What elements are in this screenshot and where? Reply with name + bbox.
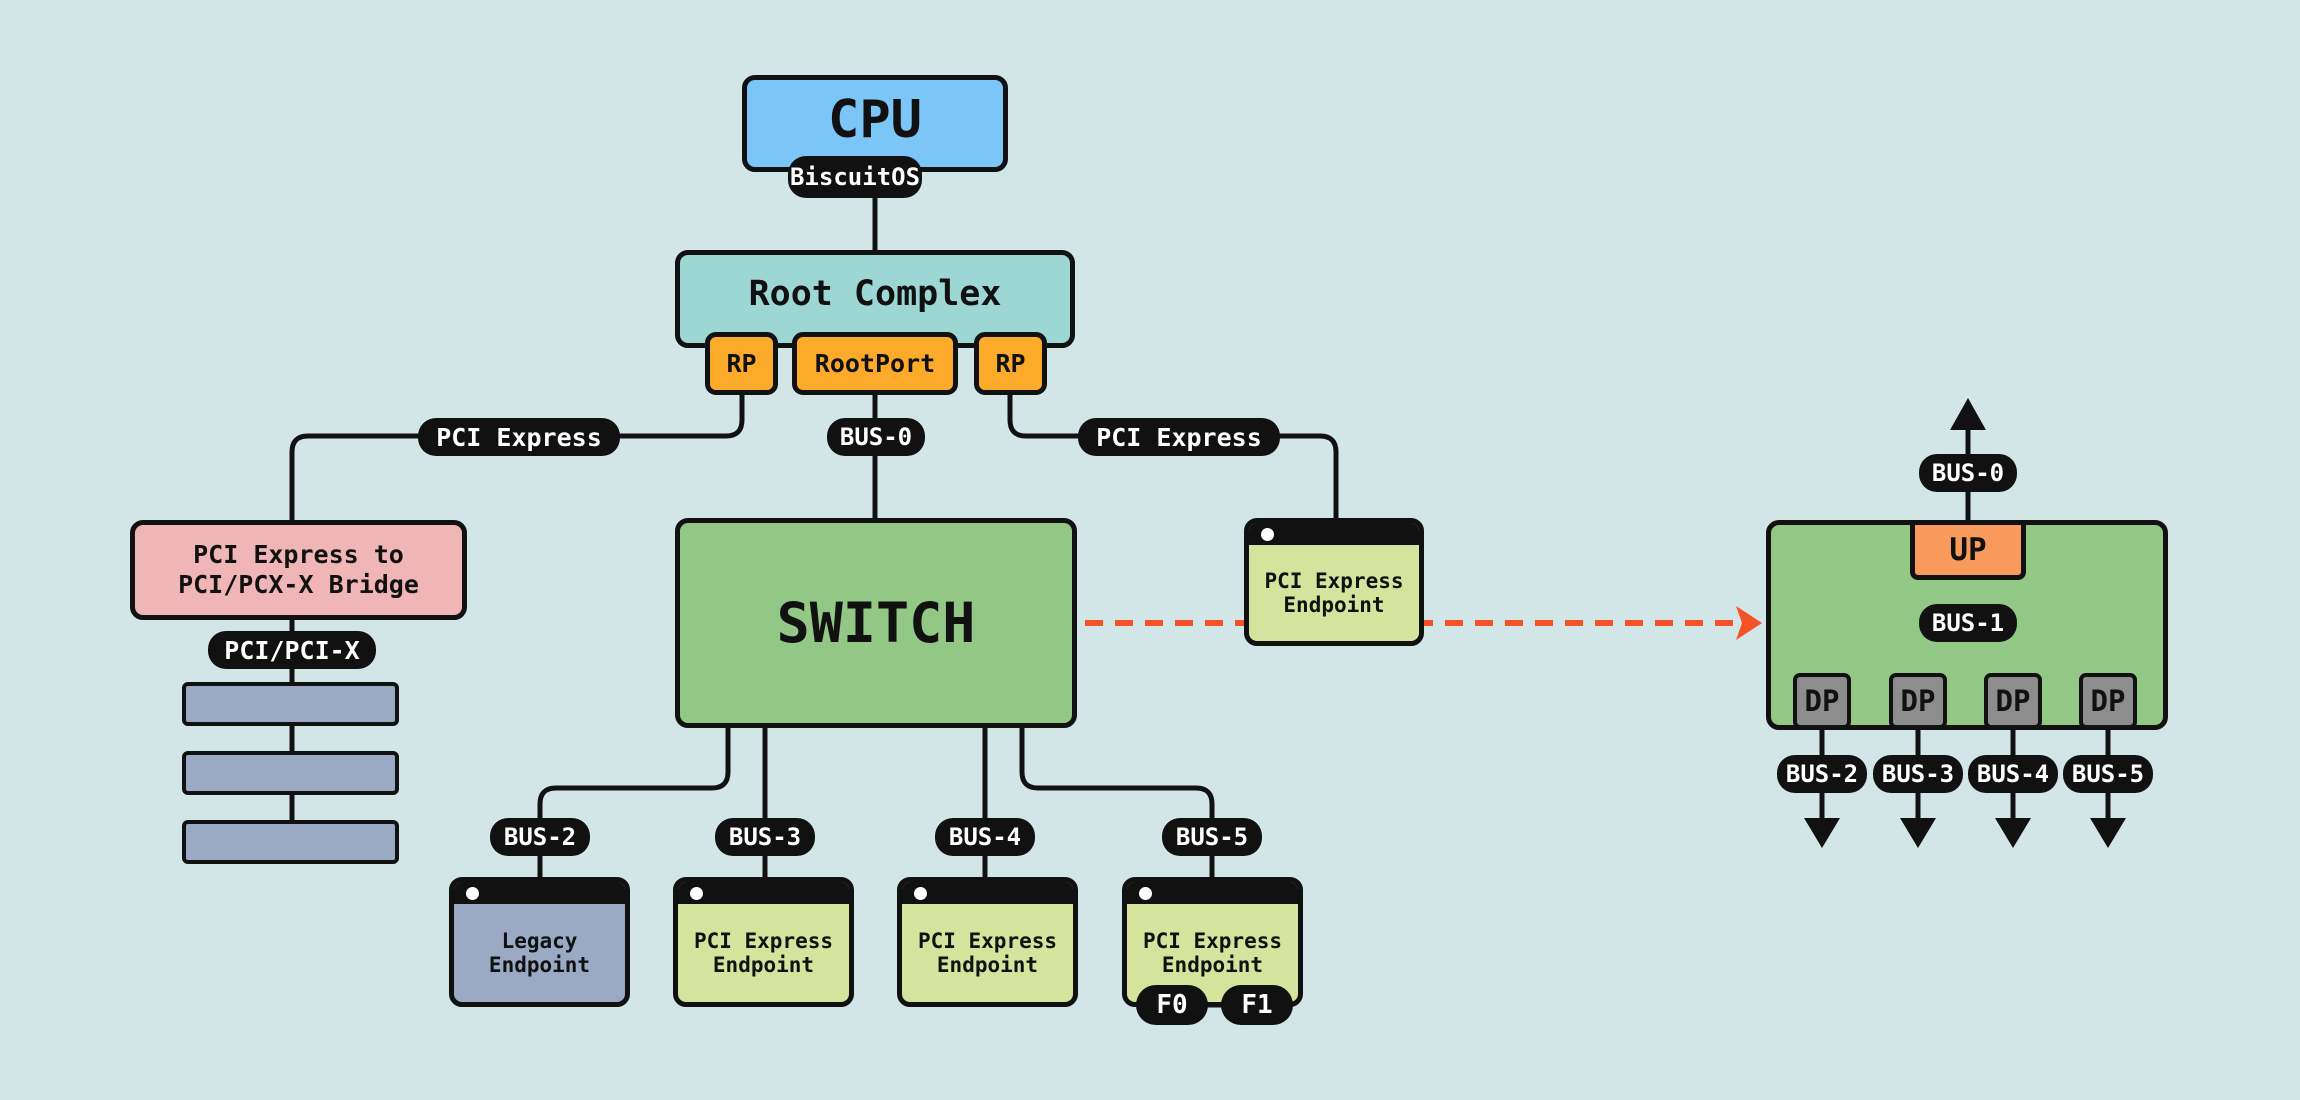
- detail-internal-bus-label: BUS-1: [1919, 604, 2017, 642]
- downstream-port: DP: [2079, 673, 2137, 729]
- detail-down-arrowhead-3: [1995, 818, 2031, 848]
- bridge-label: PCI Express to PCI/PCX-X Bridge: [178, 540, 419, 599]
- detail-down-arrowhead-4: [2090, 818, 2126, 848]
- root-port-main: RootPort: [792, 332, 958, 395]
- legacy-endpoint: Legacy Endpoint: [449, 877, 630, 1007]
- detail-down-arrowhead-1: [1804, 818, 1840, 848]
- pcie-link-right: [1007, 389, 1339, 523]
- detail-down-bus-label: BUS-5: [2063, 755, 2153, 793]
- function-f1-badge: F1: [1221, 985, 1293, 1025]
- function-f0-badge: F0: [1136, 985, 1208, 1025]
- root-complex-label: Root Complex: [748, 274, 1002, 314]
- switch-box: SWITCH: [675, 518, 1077, 728]
- endpoint-label: PCI Express Endpoint: [1264, 568, 1404, 617]
- switch-bus-label: BUS-4: [935, 818, 1035, 856]
- cpu-box: CPU: [742, 75, 1008, 172]
- pci-x-slot-2: [182, 751, 399, 795]
- switch-bus-label: BUS-3: [715, 818, 815, 856]
- pci-x-slot-1: [182, 682, 399, 726]
- pci-express-label-left: PCI Express: [418, 418, 620, 456]
- endpoint-label: PCI Express Endpoint: [693, 928, 834, 977]
- pcie-endpoint: PCI Express Endpoint: [897, 877, 1078, 1007]
- cpu-label: CPU: [828, 89, 922, 150]
- endpoint-label: Legacy Endpoint: [488, 928, 591, 977]
- detail-down-bus-label: BUS-4: [1968, 755, 2058, 793]
- pci-x-bus-label: PCI/PCI-X: [208, 631, 376, 669]
- root-port-left: RP: [705, 332, 778, 395]
- downstream-port: DP: [1793, 673, 1851, 729]
- root-port-right: RP: [974, 332, 1047, 395]
- switch-down-bus5: [1019, 721, 1215, 883]
- endpoint-label: PCI Express Endpoint: [1142, 928, 1283, 977]
- pci-x-slot-3: [182, 820, 399, 864]
- switch-bus-label: BUS-5: [1162, 818, 1262, 856]
- detail-down-bus-label: BUS-2: [1777, 755, 1867, 793]
- detail-up-arrowhead: [1950, 398, 1986, 430]
- os-badge: BiscuitOS: [788, 156, 922, 198]
- downstream-port: DP: [1889, 673, 1947, 729]
- switch-down-bus2: [537, 721, 731, 883]
- root-complex-box: Root Complex: [675, 250, 1075, 348]
- pcie-endpoint-right: PCI Express Endpoint: [1244, 518, 1424, 646]
- pci-express-label-right: PCI Express: [1078, 418, 1280, 456]
- detail-down-bus-label: BUS-3: [1873, 755, 1963, 793]
- endpoint-label: PCI Express Endpoint: [917, 928, 1058, 977]
- bus0-label: BUS-0: [827, 418, 925, 456]
- detail-up-bus-label: BUS-0: [1919, 454, 2017, 492]
- downstream-port: DP: [1984, 673, 2042, 729]
- switch-bus-label: BUS-2: [490, 818, 590, 856]
- pcie-endpoint: PCI Express Endpoint: [673, 877, 854, 1007]
- dashed-arrowhead: [1736, 606, 1762, 640]
- pcie-to-pcix-bridge: PCI Express to PCI/PCX-X Bridge: [130, 520, 467, 620]
- switch-label: SWITCH: [776, 591, 976, 655]
- pcie-link-left: [289, 389, 745, 528]
- detail-down-arrowhead-2: [1900, 818, 1936, 848]
- upstream-port: UP: [1910, 520, 2026, 580]
